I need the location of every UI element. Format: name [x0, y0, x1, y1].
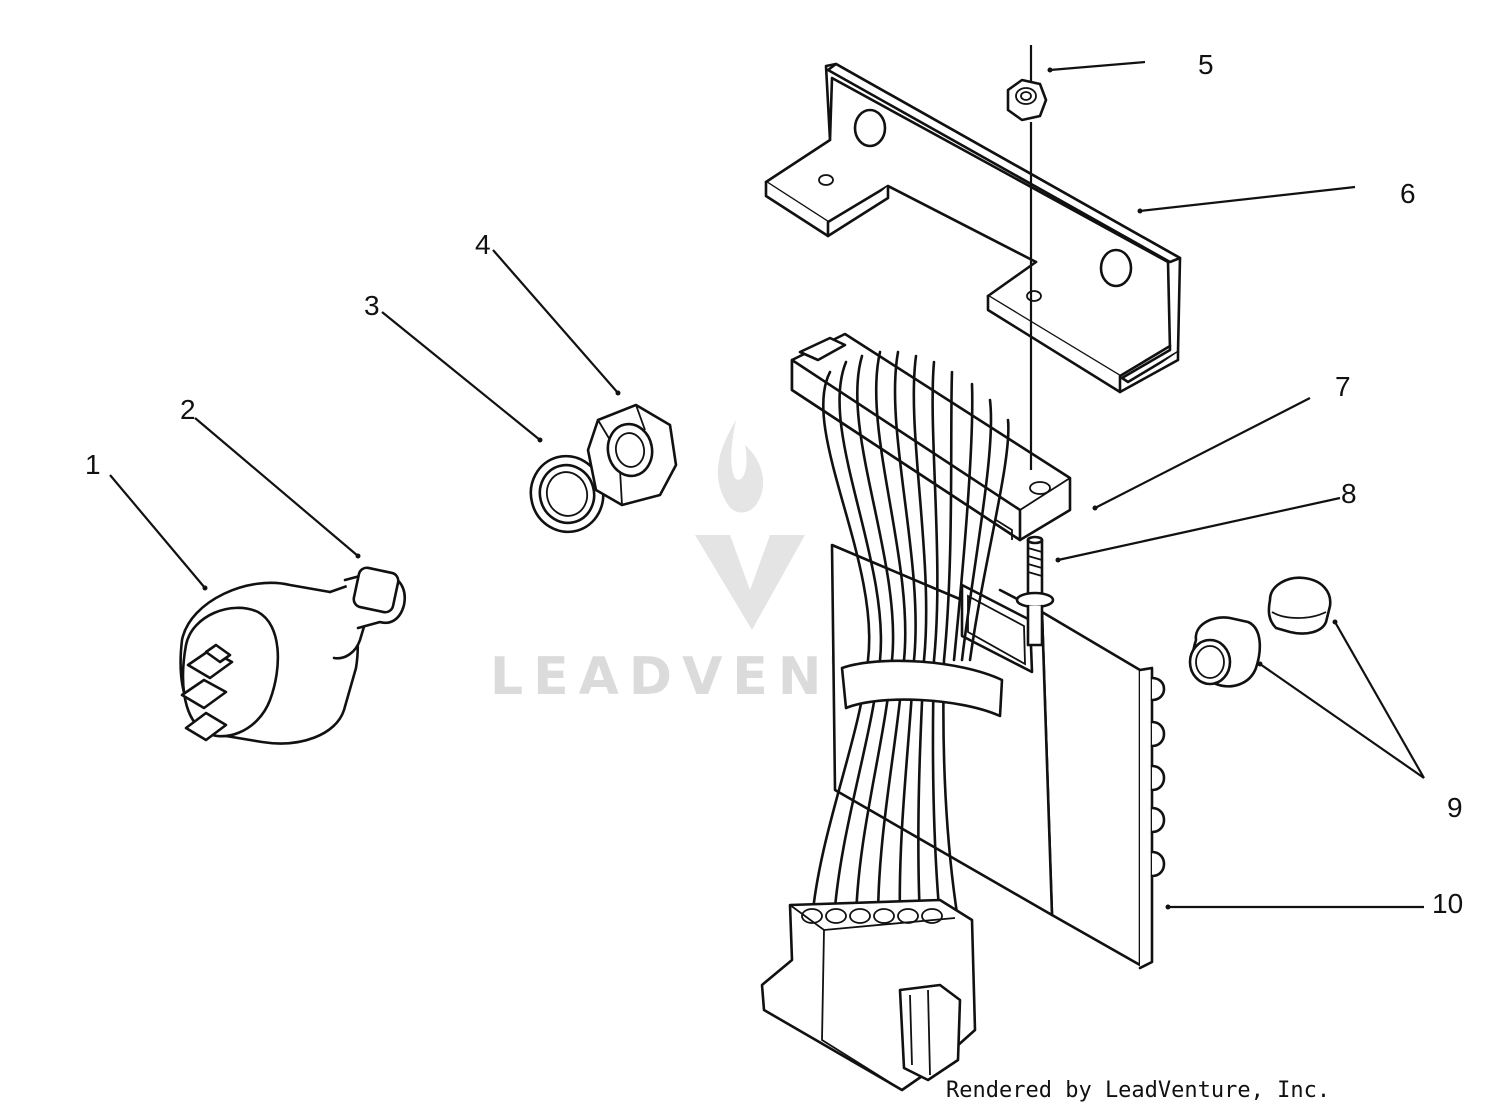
bottom-connector [760, 898, 977, 1092]
part-3-washer [529, 454, 605, 534]
callout-labels: 1 2 3 4 5 6 7 8 9 10 [85, 49, 1463, 919]
connector-pin-sockets [801, 908, 943, 924]
callout-9: 9 [1447, 792, 1463, 823]
leader-9a [1259, 663, 1425, 779]
callout-10: 10 [1432, 888, 1463, 919]
callout-4: 4 [475, 229, 491, 260]
leader-lines [109, 45, 1425, 910]
leader-9b [1334, 621, 1425, 779]
callout-2: 2 [180, 394, 196, 425]
callout-6: 6 [1400, 178, 1416, 209]
leader-5 [1049, 60, 1146, 72]
board-led-bumps [1150, 676, 1166, 878]
callout-7: 7 [1335, 371, 1351, 402]
leader-2 [194, 417, 359, 557]
leader-1 [109, 474, 206, 589]
leader-6 [1139, 185, 1356, 213]
part-4-nut [586, 403, 678, 507]
callout-8: 8 [1341, 478, 1357, 509]
part-6-bracket [764, 62, 1182, 394]
part-9-bulbs [1188, 576, 1332, 688]
watermark-logo-icon [695, 420, 805, 630]
part-5-nut [1006, 78, 1048, 122]
render-credit: Rendered by LeadVenture, Inc. [946, 1078, 1331, 1103]
callout-1: 1 [85, 449, 101, 480]
leader-7 [1094, 397, 1311, 509]
wire-harness [810, 350, 1010, 922]
leader-8 [1057, 496, 1341, 562]
part-8-screw [1015, 535, 1055, 647]
callout-5: 5 [1198, 49, 1214, 80]
callout-3: 3 [364, 290, 380, 321]
leader-3 [381, 311, 541, 441]
leader-4 [492, 249, 619, 394]
part-7-harness-connector [790, 332, 1072, 542]
part-1-switch [179, 566, 407, 745]
